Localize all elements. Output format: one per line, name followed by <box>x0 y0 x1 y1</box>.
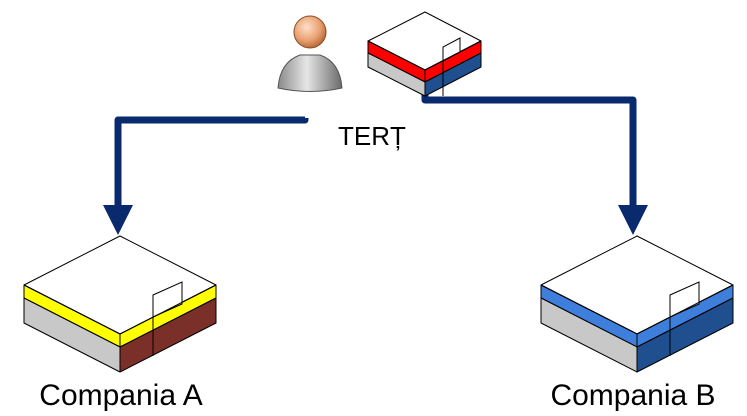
label-tert: TERȚ <box>338 121 406 151</box>
connector-right <box>421 88 648 235</box>
label-compania-b: Compania B <box>550 379 715 412</box>
isometric-box-red-blue-icon <box>367 11 482 97</box>
isometric-box-blue-icon <box>540 235 734 373</box>
label-compania-a: Compania A <box>39 379 202 412</box>
user-person-icon <box>277 15 343 92</box>
isometric-box-yellow-brown-icon <box>23 235 217 373</box>
connector-left <box>103 116 309 235</box>
